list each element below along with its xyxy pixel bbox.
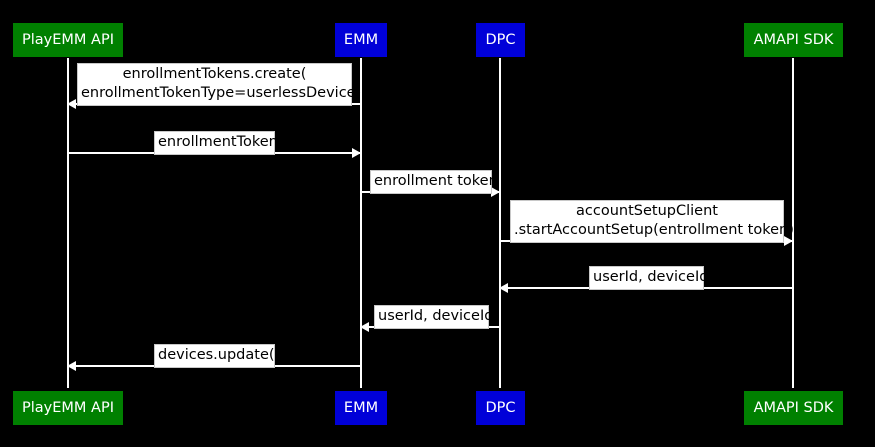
participant-dpc-top[interactable]: DPC — [475, 22, 526, 58]
participant-amapi-top[interactable]: AMAPI SDK — [743, 22, 844, 58]
message-label-3: accountSetupClient .startAccountSetup(en… — [510, 200, 794, 243]
participant-emm-bottom[interactable]: EMM — [334, 390, 388, 426]
message-arrowhead-0 — [67, 99, 76, 109]
message-label-6: devices.update() — [154, 344, 280, 368]
lifeline-playemm — [67, 58, 69, 388]
participant-label: PlayEMM API — [22, 32, 114, 48]
participant-label: PlayEMM API — [22, 400, 114, 416]
message-label-5: userId, deviceId — [374, 305, 493, 329]
message-arrowhead-2 — [491, 187, 500, 197]
message-label-0: enrollmentTokens.create( enrollmentToken… — [77, 63, 361, 106]
participant-label: DPC — [485, 400, 516, 416]
participant-label: DPC — [485, 32, 516, 48]
participant-emm-top[interactable]: EMM — [334, 22, 388, 58]
participant-label: EMM — [343, 400, 379, 416]
message-arrowhead-4 — [499, 283, 508, 293]
participant-playemm-bottom[interactable]: PlayEMM API — [12, 390, 124, 426]
participant-label: EMM — [343, 32, 379, 48]
participant-label: AMAPI SDK — [753, 32, 834, 48]
participant-dpc-bottom[interactable]: DPC — [475, 390, 526, 426]
message-arrowhead-5 — [360, 322, 369, 332]
participant-label: AMAPI SDK — [753, 400, 834, 416]
message-arrowhead-6 — [67, 361, 76, 371]
participant-playemm-top[interactable]: PlayEMM API — [12, 22, 124, 58]
lifeline-emm — [360, 58, 362, 388]
message-arrowhead-1 — [352, 148, 361, 158]
message-arrowhead-3 — [784, 236, 793, 246]
message-label-4: userId, deviceId — [589, 266, 708, 290]
lifeline-dpc — [499, 58, 501, 388]
message-label-1: enrollmentToken — [154, 131, 278, 155]
message-label-2: enrollment token — [370, 170, 498, 194]
participant-amapi-bottom[interactable]: AMAPI SDK — [743, 390, 844, 426]
lifeline-amapi — [792, 58, 794, 388]
